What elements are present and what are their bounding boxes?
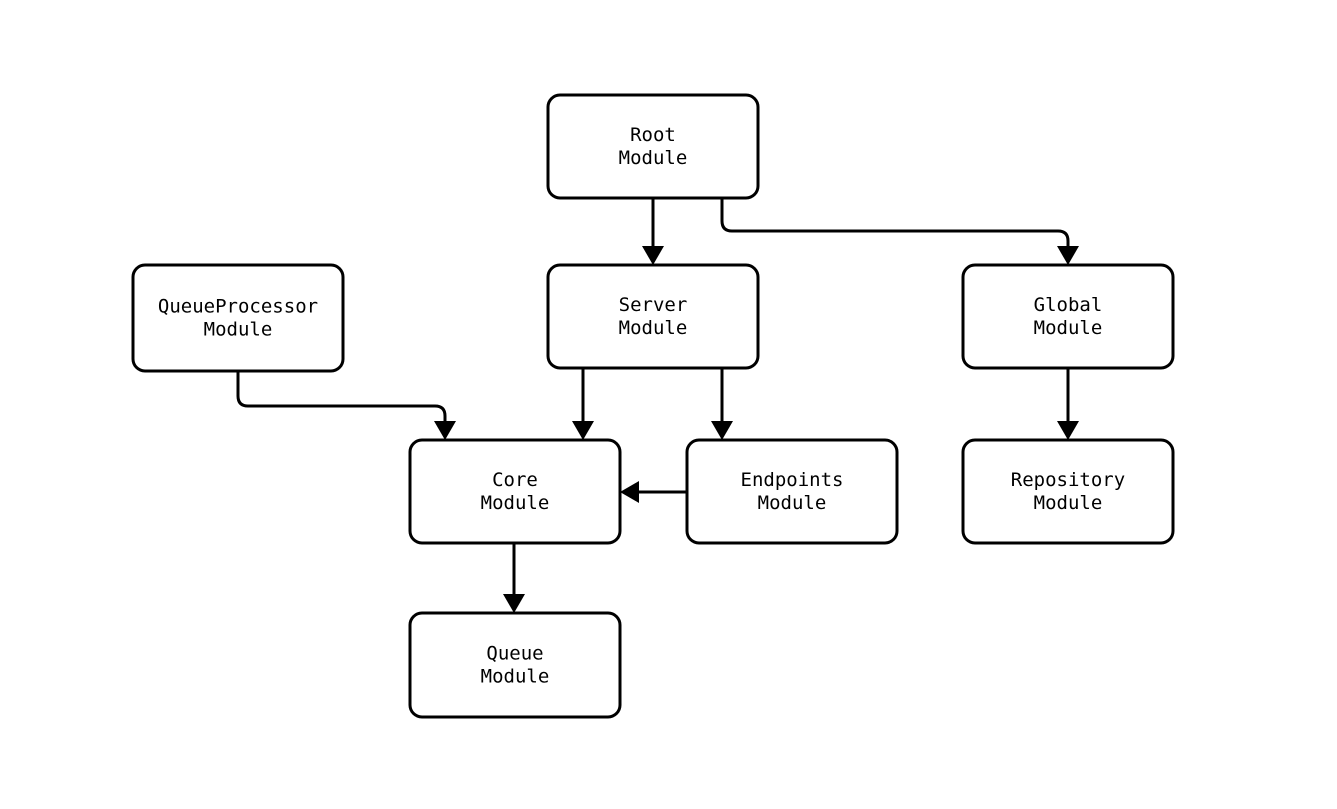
edge-endpoints-to-core (620, 481, 687, 503)
edges-layer (236, 198, 1079, 613)
node-label-line1: Global (1034, 294, 1103, 316)
edge-server-to-endpoints (711, 368, 733, 440)
arrow-head-icon (711, 421, 733, 440)
edge-global-to-repository (1057, 368, 1079, 440)
edge-root-to-server (642, 198, 664, 265)
node-box[interactable] (961, 438, 1175, 545)
arrow-head-icon (572, 421, 594, 440)
node-label-line1: Core (492, 469, 538, 491)
node-box[interactable] (408, 611, 622, 719)
arrow-head-icon (1057, 246, 1079, 265)
edge-server-to-core (572, 368, 594, 440)
node-label-line2: Module (1034, 492, 1103, 514)
node-label-line2: Module (204, 319, 273, 341)
node-label-line1: Repository (1011, 469, 1125, 491)
edge-core-to-queue (503, 543, 525, 613)
node-label-line2: Module (758, 492, 827, 514)
edge-root-to-global (720, 198, 1079, 265)
node-label-line2: Module (619, 147, 688, 169)
arrow-head-icon (434, 421, 456, 440)
node-label-line1: Endpoints (741, 469, 844, 491)
node-label-line1: Queue (486, 643, 543, 665)
node-label-line1: Server (619, 294, 688, 316)
node-box[interactable] (131, 263, 345, 373)
node-box[interactable] (546, 93, 760, 200)
node-box[interactable] (961, 263, 1175, 370)
node-label-line2: Module (619, 317, 688, 339)
edge-queueprocessor-to-core (236, 371, 456, 440)
node-label-line1: QueueProcessor (158, 296, 318, 318)
arrow-head-icon (642, 246, 664, 265)
node-box[interactable] (685, 438, 899, 545)
nodes-layer: RootModuleQueueProcessorModuleServerModu… (131, 93, 1175, 719)
node-label-line2: Module (481, 492, 550, 514)
arrow-head-icon (620, 481, 639, 503)
edge-line (236, 371, 447, 422)
node-box[interactable] (408, 438, 622, 545)
node-label-line2: Module (481, 666, 550, 688)
node-label-line2: Module (1034, 317, 1103, 339)
node-box[interactable] (546, 263, 760, 370)
node-label-line1: Root (630, 124, 676, 146)
arrow-head-icon (503, 594, 525, 613)
edge-line (720, 198, 1070, 247)
arrow-head-icon (1057, 421, 1079, 440)
